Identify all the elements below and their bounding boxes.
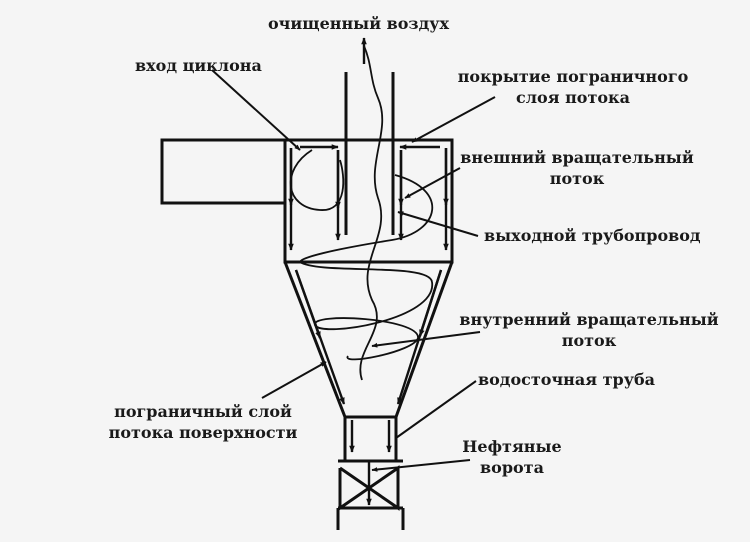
vortex-flow	[289, 37, 434, 381]
label-oil-gate: Нефтяные ворота	[452, 436, 572, 478]
label-oil-gate-line2: ворота	[480, 458, 544, 477]
label-boundary-cover-line2: слоя потока	[516, 88, 630, 107]
label-cyclone-inlet: вход циклона	[135, 56, 262, 75]
label-oil-gate-line1: Нефтяные	[462, 437, 562, 456]
label-outer-vortex-line1: внешний вращательный	[460, 148, 694, 167]
leader-cyclone-inlet	[211, 69, 301, 151]
leader-oil-gate	[371, 459, 471, 472]
leader-boundary-cover	[411, 96, 496, 143]
cyclone-body	[160, 72, 454, 530]
inlet-duct	[160, 138, 287, 205]
leader-surface-boundary	[261, 361, 327, 399]
leader-lines	[211, 69, 496, 472]
leader-drain-pipe	[395, 380, 477, 439]
label-inner-vortex-line2: поток	[561, 331, 617, 350]
cone-left-wall	[283, 261, 347, 418]
boundary-flow-arrows	[288, 144, 449, 506]
label-inner-vortex: внутренний вращательный поток	[443, 309, 735, 351]
outer-vortex-spiral	[299, 174, 434, 361]
label-clean-air: очищенный воздух	[268, 14, 450, 33]
inner-vortex-rise	[359, 45, 384, 381]
label-outer-vortex: внешний вращательный поток	[452, 147, 702, 189]
leader-outlet-pipe	[397, 211, 479, 237]
label-outlet-pipe: выходной трубопровод	[484, 226, 701, 245]
label-surface-boundary: пограничный слой потока поверхности	[98, 401, 308, 443]
label-surface-boundary-line2: потока поверхности	[108, 423, 298, 442]
label-surface-boundary-line1: пограничный слой	[114, 402, 292, 421]
label-boundary-cover: покрытие пограничного слоя потока	[448, 66, 698, 108]
outer-vortex-path	[289, 149, 345, 211]
leader-outer-vortex	[404, 167, 461, 199]
label-inner-vortex-line1: внутренний вращательный	[459, 310, 719, 329]
label-drain-pipe: водосточная труба	[478, 370, 656, 389]
label-outer-vortex-line2: поток	[549, 169, 605, 188]
leader-inner-vortex	[371, 331, 481, 348]
label-boundary-cover-line1: покрытие пограничного	[457, 67, 689, 86]
